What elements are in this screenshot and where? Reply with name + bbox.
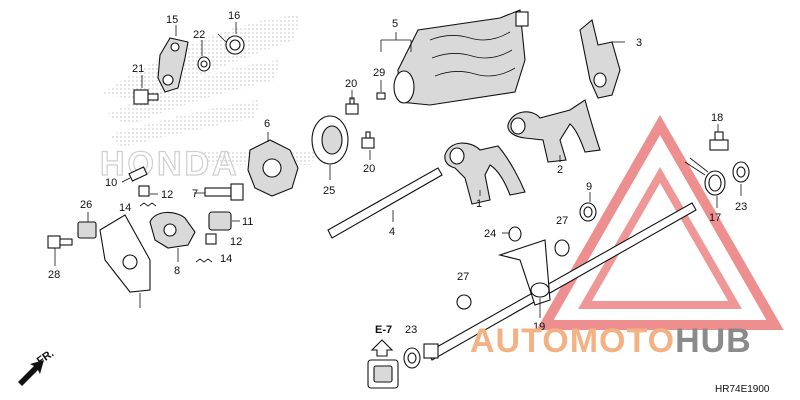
part-shift-plate-8 (149, 211, 196, 249)
part-oil-seal (579, 202, 597, 222)
part-collar-24 (508, 226, 522, 242)
label-27b: 27 (457, 271, 469, 283)
part-bolt-20a (345, 97, 359, 115)
part-gearshift-spindle (423, 202, 697, 361)
watermark-part1: AUTOMOTO (470, 322, 675, 360)
watermark-text: AUTOMOTOHUB (470, 322, 752, 360)
label-29: 29 (373, 67, 385, 79)
part-pin-12a (138, 185, 150, 197)
part-bolt-7 (204, 183, 244, 201)
part-fork-2 (507, 99, 601, 163)
label-10: 10 (105, 177, 117, 189)
label-27a: 27 (556, 215, 568, 227)
leader-lines (54, 22, 742, 318)
front-arrow-icon (18, 360, 44, 386)
part-washer-23b (403, 347, 421, 369)
label-28: 28 (48, 269, 60, 281)
label-1: 1 (476, 198, 482, 210)
part-fork-1 (444, 142, 526, 205)
part-washer-23a (732, 161, 750, 183)
part-spring-14a (139, 202, 157, 207)
brand-wing-logo (100, 15, 320, 165)
label-14b: 14 (220, 253, 232, 265)
part-collar-22 (197, 56, 211, 72)
part-bolt-21 (133, 89, 159, 105)
label-26: 26 (80, 199, 92, 211)
ref-section-label: E-7 (375, 324, 392, 336)
label-3: 3 (636, 37, 642, 49)
part-bearing (311, 115, 349, 165)
label-22: 22 (193, 29, 205, 41)
part-pin-12b (205, 233, 217, 245)
part-pin-29 (376, 92, 386, 100)
part-collar-26 (77, 221, 97, 239)
part-bolt-18 (709, 131, 729, 151)
label-2: 2 (557, 164, 563, 176)
label-6: 6 (264, 118, 270, 130)
label-5: 5 (392, 18, 398, 30)
label-21: 21 (132, 63, 144, 75)
part-bolt-20b (361, 131, 375, 149)
label-7: 7 (192, 188, 198, 200)
part-stopper-arm (157, 37, 189, 93)
label-18: 18 (711, 112, 723, 124)
part-guide-plate-13 (99, 214, 151, 293)
label-12a: 12 (161, 189, 173, 201)
part-fork-shaft (327, 167, 443, 239)
label-25: 25 (323, 185, 335, 197)
callout-labels: 5 29 20 20 25 6 4 1 2 3 18 17 23 9 27 24… (48, 10, 747, 336)
label-19: 19 (533, 321, 545, 333)
label-12b: 12 (230, 236, 242, 248)
label-24: 24 (484, 228, 496, 240)
part-circlip-27b (456, 294, 472, 310)
diagram-code: HR74E1900 (715, 384, 770, 395)
part-shift-drum (393, 9, 529, 106)
label-23b: 23 (405, 324, 417, 336)
watermark-part2: HUB (675, 322, 752, 360)
part-bolt-28 (47, 235, 73, 249)
label-15: 15 (166, 14, 178, 26)
watermark-triangle-icon (536, 114, 784, 330)
label-20b: 20 (363, 163, 375, 175)
part-return-spring (684, 157, 726, 196)
label-8: 8 (174, 265, 180, 277)
brand-text: HONDA (100, 145, 240, 183)
label-16: 16 (228, 10, 240, 22)
part-shift-cam (247, 139, 299, 197)
part-spring-14b (195, 258, 213, 263)
ref-section-box (367, 339, 399, 389)
label-4: 4 (389, 226, 395, 238)
label-14a: 14 (119, 202, 131, 214)
label-9: 9 (586, 181, 592, 193)
label-20a: 20 (345, 78, 357, 90)
label-11: 11 (242, 216, 253, 228)
part-spring-16 (217, 33, 245, 55)
part-fork-3 (579, 19, 621, 99)
part-circlip-27a (554, 239, 570, 257)
label-17: 17 (709, 212, 721, 224)
part-plate-11 (208, 211, 232, 231)
label-23a: 23 (735, 201, 747, 213)
part-pin-10 (128, 166, 148, 182)
